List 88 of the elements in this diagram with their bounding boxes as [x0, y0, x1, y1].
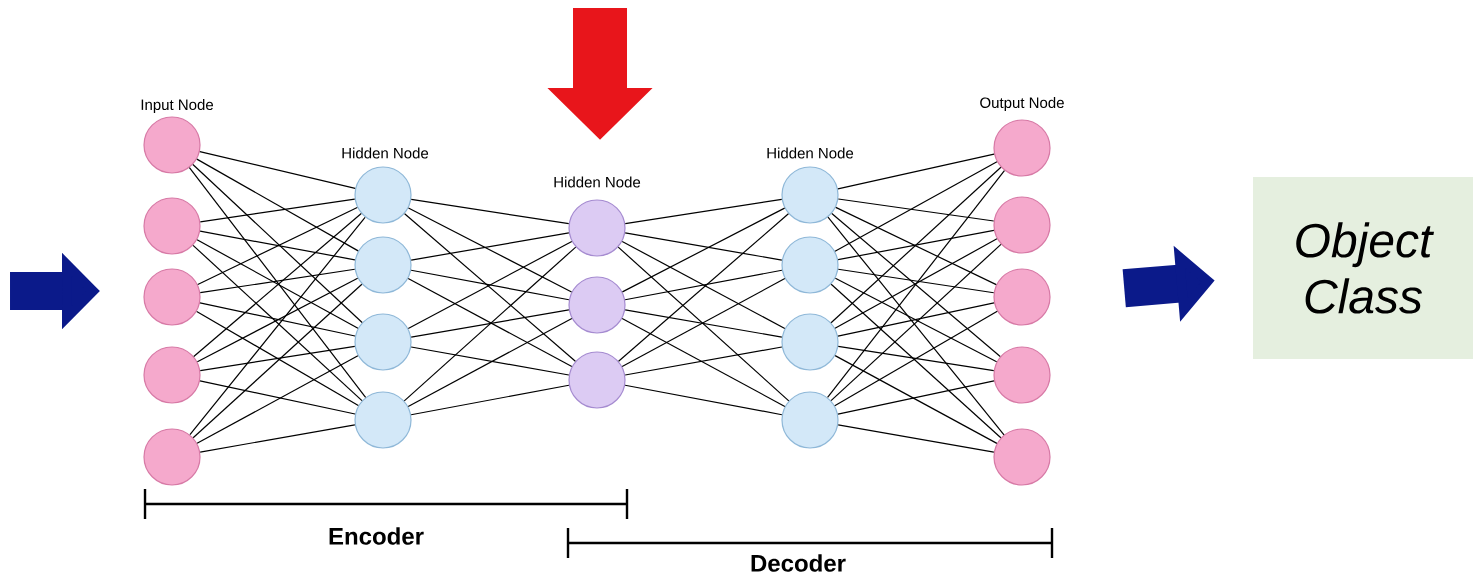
- neuron-circle: [781, 236, 839, 294]
- connection-line: [834, 161, 998, 252]
- connection-line: [196, 239, 359, 329]
- connection-line: [410, 309, 570, 338]
- connection-line: [624, 198, 783, 225]
- connection-line: [621, 240, 786, 330]
- connection-line: [189, 216, 366, 436]
- connection-line: [196, 310, 359, 407]
- connection-line: [404, 213, 576, 362]
- neuron-circle: [568, 351, 626, 409]
- connection-line: [837, 302, 995, 337]
- connection-line: [834, 238, 998, 329]
- connection-line: [192, 163, 363, 324]
- neuron-circle: [993, 119, 1051, 177]
- section-label: Encoder: [329, 527, 424, 545]
- connection-line: [624, 346, 783, 376]
- connection-line: [831, 212, 1001, 358]
- connection-line: [837, 345, 995, 372]
- connection-line: [199, 268, 356, 294]
- connection-line: [410, 384, 570, 416]
- connection-line: [196, 158, 359, 252]
- connection-line: [837, 268, 995, 294]
- connection-line: [196, 355, 359, 444]
- connection-line: [196, 277, 359, 363]
- connection-line: [834, 310, 998, 407]
- neuron-circle: [143, 428, 201, 486]
- connection-line: [827, 216, 1005, 436]
- section-label: Decoder: [751, 554, 846, 572]
- connection-line: [837, 424, 995, 453]
- neuron-circle: [143, 197, 201, 255]
- neuron-circle: [354, 313, 412, 371]
- connection-line: [407, 317, 573, 408]
- connection-line: [624, 232, 783, 261]
- connection-line: [199, 198, 356, 223]
- connection-line: [624, 309, 783, 338]
- neuron-circle: [568, 199, 626, 257]
- connection-line: [835, 206, 997, 286]
- connection-line: [834, 277, 998, 363]
- connection-line: [617, 246, 790, 402]
- connection-line: [407, 207, 573, 293]
- neuron-circle: [354, 166, 412, 224]
- neuron-circle: [781, 166, 839, 224]
- connection-line: [410, 346, 570, 376]
- class-box: Object Class: [1253, 177, 1473, 359]
- connection-line: [197, 206, 358, 286]
- neuron-circle: [354, 391, 412, 449]
- connection-line: [621, 207, 786, 293]
- connection-line: [837, 229, 995, 261]
- connection-line: [624, 269, 783, 301]
- connection-line: [199, 345, 356, 372]
- connection-line: [624, 384, 783, 416]
- connection-line: [193, 212, 362, 358]
- neuron-circle: [993, 268, 1051, 326]
- neuron-circle: [993, 428, 1051, 486]
- connection-line: [407, 277, 573, 368]
- connection-line: [410, 269, 570, 301]
- neuron-circle: [354, 236, 412, 294]
- connection-line: [621, 277, 786, 367]
- connection-line: [827, 169, 1005, 399]
- connection-line: [837, 380, 995, 415]
- connection-line: [407, 240, 573, 330]
- neuron-circle: [781, 313, 839, 371]
- connection-line: [618, 213, 789, 362]
- connection-line: [199, 424, 356, 453]
- connection-line: [410, 232, 570, 261]
- connection-line: [192, 244, 363, 402]
- connection-line: [834, 355, 998, 444]
- neuron-circle: [143, 346, 201, 404]
- connection-line: [199, 302, 356, 337]
- connection-line: [199, 230, 356, 261]
- neuron-circle: [143, 116, 201, 174]
- connection-line: [621, 317, 786, 407]
- connection-line: [837, 153, 995, 190]
- connection-line: [830, 283, 1002, 439]
- connection-line: [830, 166, 1002, 324]
- neuron-circle: [143, 268, 201, 326]
- connection-line: [837, 198, 995, 222]
- neuron-circle: [993, 196, 1051, 254]
- neuron-circle: [993, 346, 1051, 404]
- connection-line: [199, 151, 356, 189]
- connection-line: [403, 246, 577, 402]
- connection-line: [830, 243, 1002, 402]
- connection-line: [188, 167, 367, 398]
- neuron-circle: [568, 276, 626, 334]
- connection-line: [410, 198, 570, 225]
- connection-line: [192, 283, 363, 439]
- neuron-circle: [781, 391, 839, 449]
- connection-line: [199, 380, 356, 415]
